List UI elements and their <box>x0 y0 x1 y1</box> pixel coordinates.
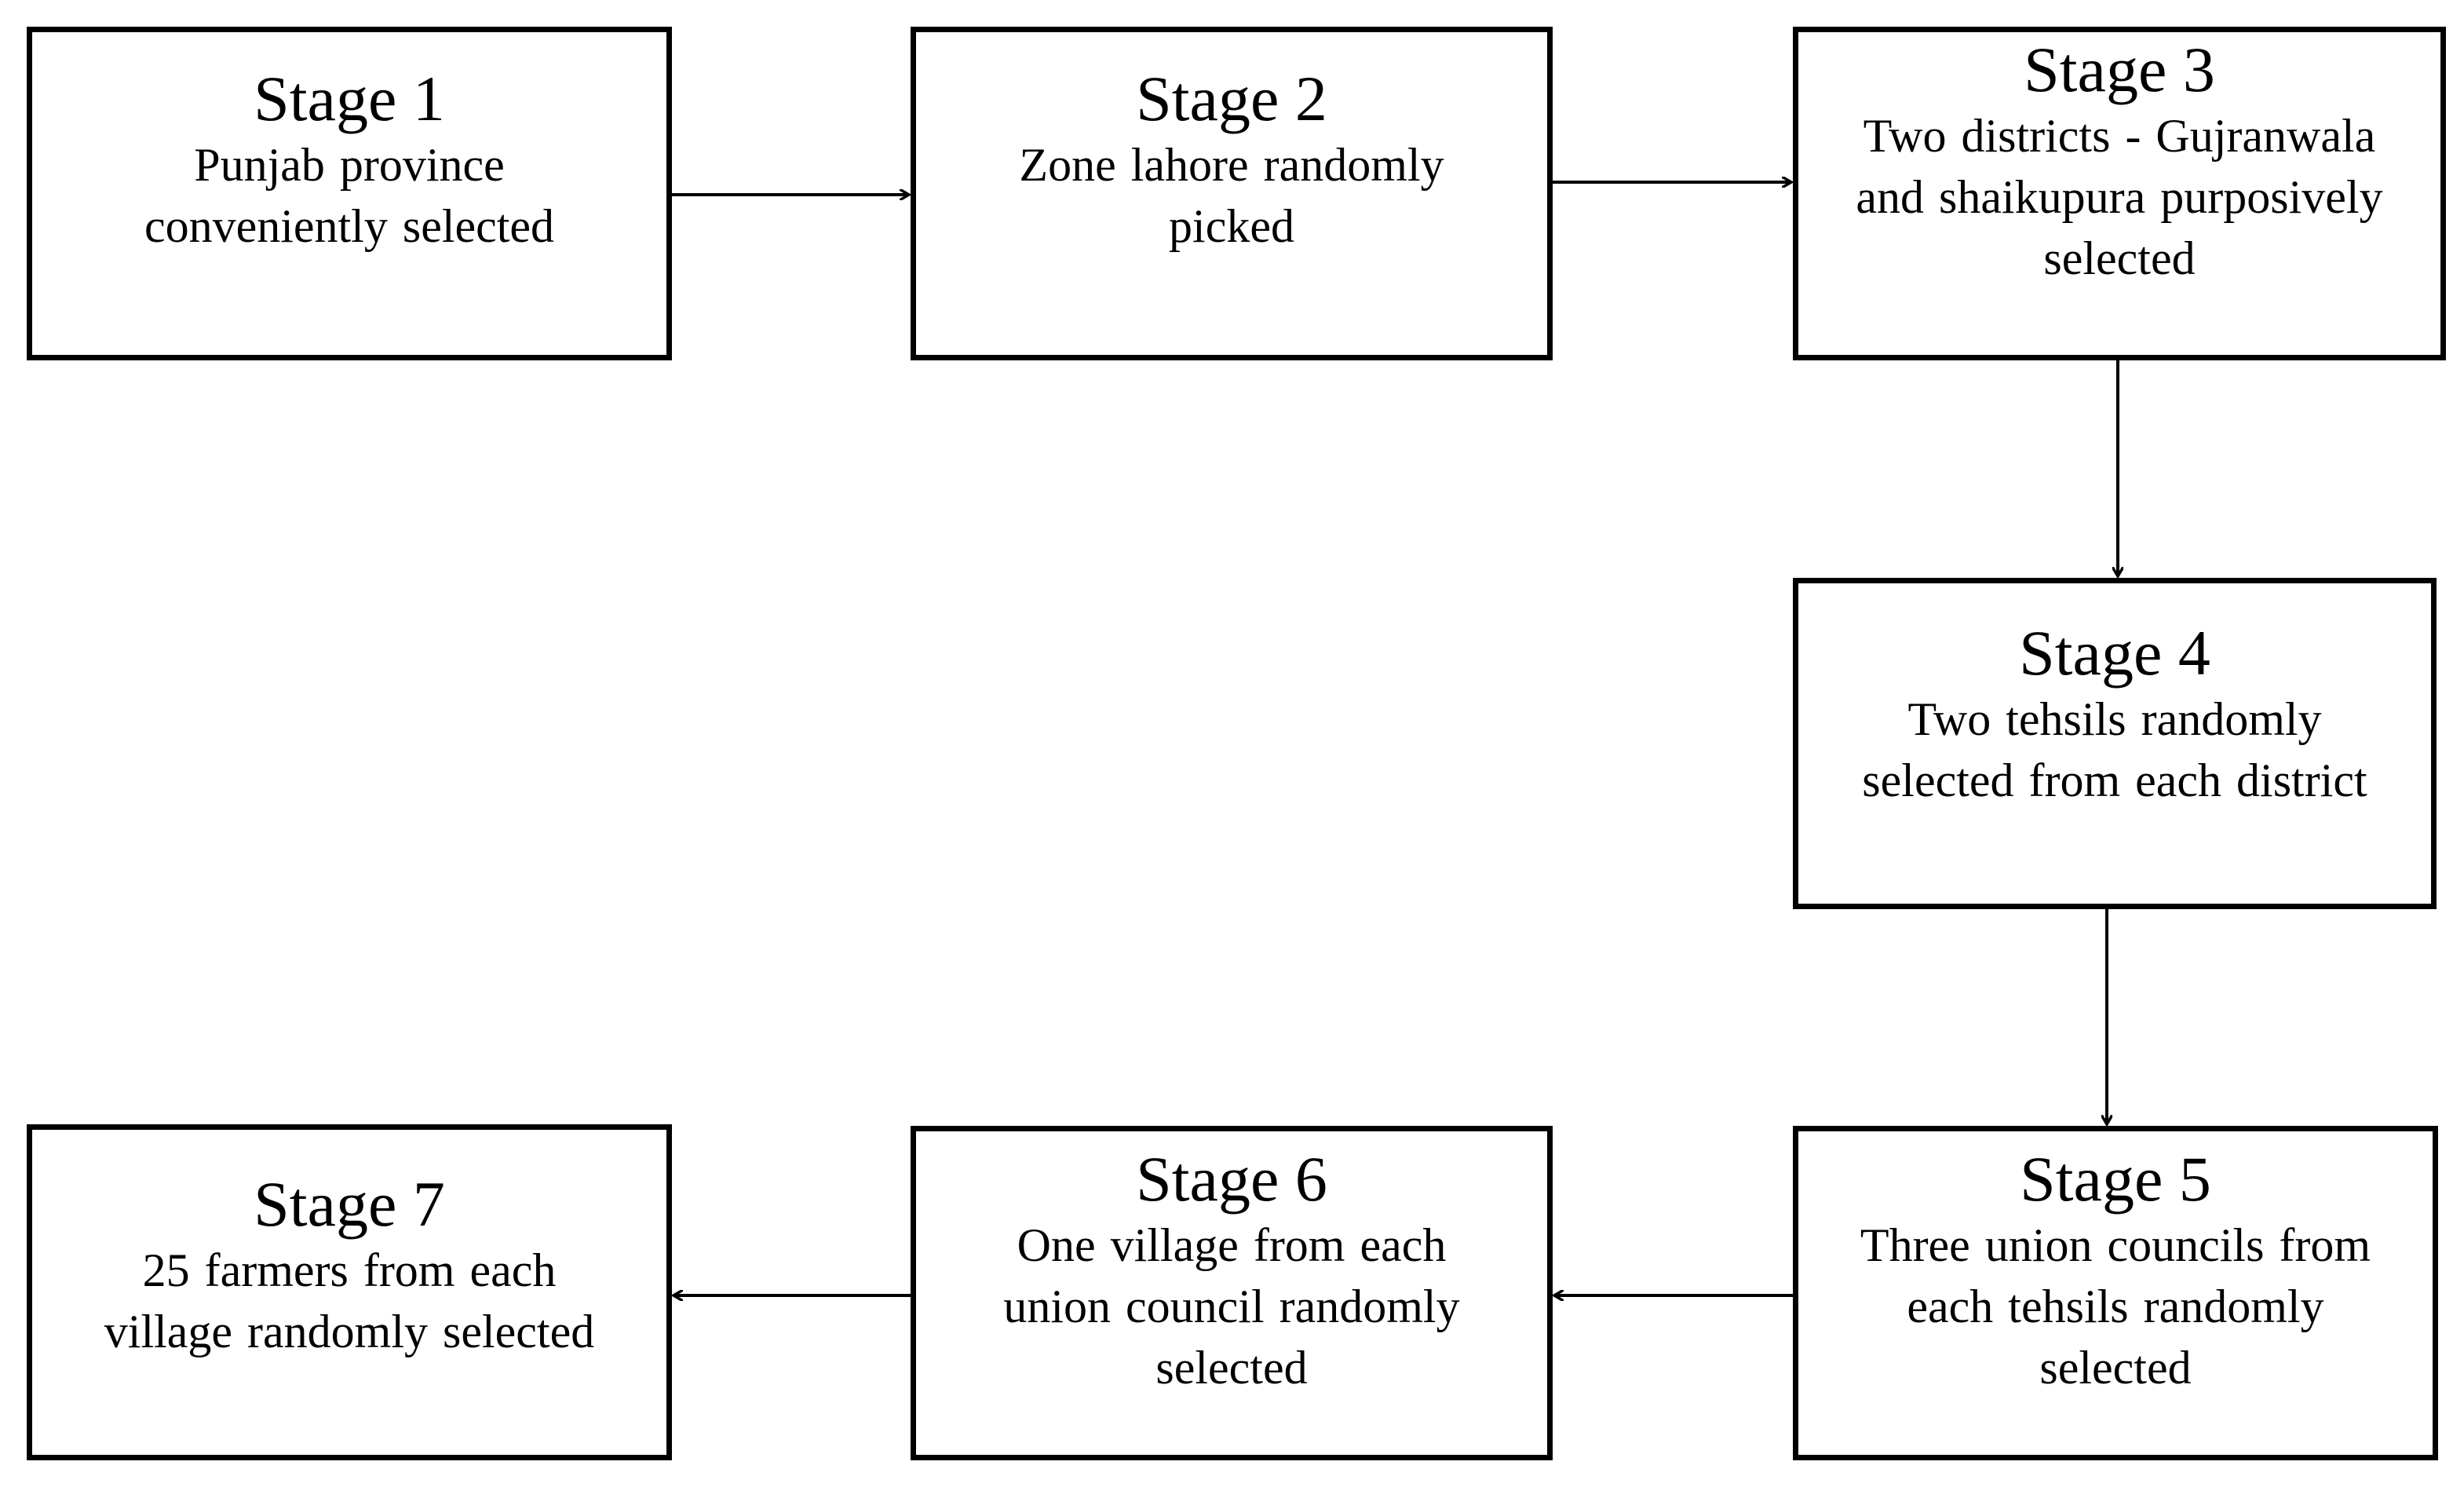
stage-4-title: Stage 4 <box>2019 617 2210 689</box>
stage-4-box: Stage 4 Two tehsils randomly selected fr… <box>1793 578 2437 909</box>
stage-2-box: Stage 2 Zone lahore randomly picked <box>911 27 1553 360</box>
stage-1-description: Punjab province conveniently selected <box>144 139 555 252</box>
stage-6-box: Stage 6 One village from each union coun… <box>911 1126 1553 1460</box>
stage-4-description: Two tehsils randomly selected from each … <box>1862 693 2367 806</box>
stage-7-description: 25 farmers from each village randomly se… <box>104 1244 595 1357</box>
stage-5-title: Stage 5 <box>2020 1143 2211 1215</box>
stage-6-description: One village from each union council rand… <box>1003 1219 1460 1394</box>
stage-3-box: Stage 3 Two districts - Gujranwala and s… <box>1793 27 2446 360</box>
stage-7-title: Stage 7 <box>254 1168 445 1240</box>
stage-2-description: Zone lahore randomly picked <box>1019 139 1444 252</box>
stage-1-title: Stage 1 <box>254 63 445 134</box>
stage-7-box: Stage 7 25 farmers from each village ran… <box>27 1124 672 1460</box>
stage-1-box: Stage 1 Punjab province conveniently sel… <box>27 27 672 360</box>
stage-2-title: Stage 2 <box>1136 63 1327 134</box>
stage-3-title: Stage 3 <box>2024 34 2215 105</box>
stage-5-box: Stage 5 Three union councils from each t… <box>1793 1126 2438 1460</box>
stage-3-description: Two districts - Gujranwala and shaikupur… <box>1856 110 2383 284</box>
stage-5-description: Three union councils from each tehsils r… <box>1860 1219 2371 1394</box>
stage-6-title: Stage 6 <box>1136 1143 1327 1215</box>
